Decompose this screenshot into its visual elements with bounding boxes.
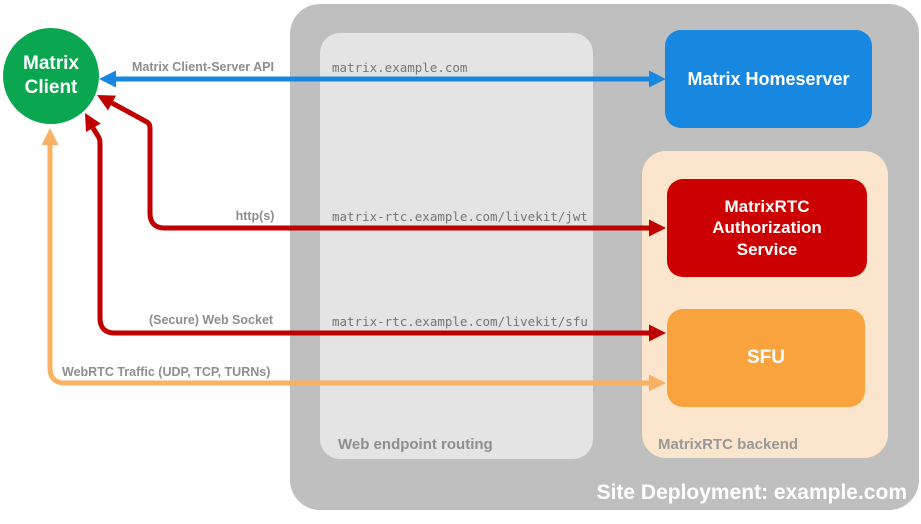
- node-auth-service-label: MatrixRTC Authorization Service: [712, 197, 822, 259]
- node-matrixrtc-authorization-service: MatrixRTC Authorization Service: [667, 179, 867, 277]
- web-endpoint-routing-caption: Web endpoint routing: [338, 436, 493, 453]
- route-livekit-jwt: matrix-rtc.example.com/livekit/jwt: [332, 209, 588, 224]
- label-web-socket: (Secure) Web Socket: [148, 313, 274, 327]
- node-matrix-client: Matrix Client: [3, 28, 99, 124]
- node-matrix-homeserver-label: Matrix Homeserver: [687, 68, 850, 89]
- route-livekit-sfu: matrix-rtc.example.com/livekit/sfu: [332, 314, 588, 329]
- node-sfu-label: SFU: [747, 347, 785, 369]
- arrowhead-webrtc-client: [41, 128, 59, 145]
- web-endpoint-routing-container: [320, 33, 593, 459]
- route-matrix-example-com: matrix.example.com: [332, 60, 468, 75]
- node-matrix-client-label: Matrix Client: [23, 53, 79, 98]
- node-matrix-homeserver: Matrix Homeserver: [665, 30, 872, 128]
- node-sfu: SFU: [667, 309, 865, 407]
- label-client-server-api: Matrix Client-Server API: [132, 60, 274, 74]
- matrixrtc-backend-caption: MatrixRTC backend: [658, 436, 799, 453]
- label-webrtc-traffic: WebRTC Traffic (UDP, TCP, TURNs): [62, 365, 271, 379]
- label-https: http(s): [235, 209, 275, 223]
- site-deployment-title: Site Deployment: example.com: [596, 481, 907, 504]
- arrowhead-web-socket-client: [85, 113, 101, 132]
- arrowhead-https-client: [97, 95, 116, 111]
